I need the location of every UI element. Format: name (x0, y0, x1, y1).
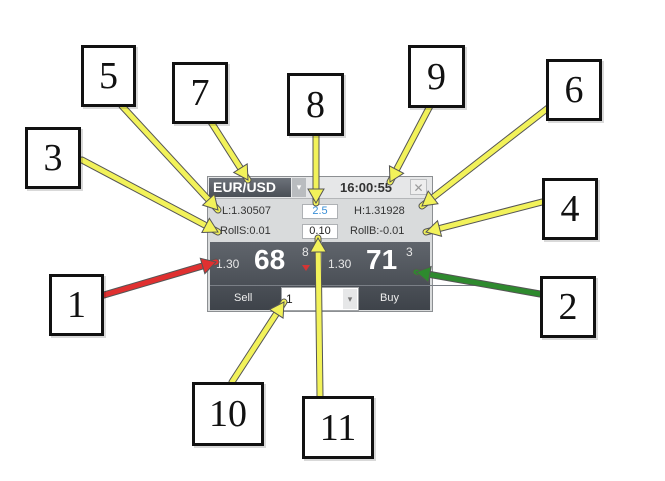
sell-price-big: 68 (254, 244, 286, 275)
sell-price-prefix: 1.30 (216, 257, 240, 271)
callout-2: 2 (540, 276, 596, 338)
spread-value: 2.5 (302, 204, 338, 219)
arrow-6 (418, 104, 552, 210)
amount-value: 1 (286, 292, 293, 306)
buy-price-prefix: 1.30 (328, 257, 352, 271)
callout-1: 1 (49, 274, 104, 336)
arrow-4 (422, 198, 546, 237)
close-icon[interactable]: ✕ (410, 179, 427, 195)
daily-high: H:1.31928 (354, 205, 405, 217)
callout-3: 3 (25, 127, 81, 189)
callout-11: 11 (302, 396, 374, 459)
currency-pair-selector[interactable]: EUR/USD (209, 178, 291, 197)
callout-9: 9 (408, 45, 465, 108)
callout-8: 8 (287, 73, 344, 136)
ticket-header: EUR/USD ▾ 16:00:55 ✕ (208, 177, 432, 199)
roll-sell: RollS:0.01 (220, 225, 271, 237)
trading-ticket: EUR/USD ▾ 16:00:55 ✕ L:1.30507 2.5 H:1.3… (207, 176, 488, 312)
down-arrow-icon (302, 265, 310, 271)
currency-pair-label: EUR/USD (213, 179, 277, 195)
buy-price-big: 71 (366, 244, 398, 275)
arrow-1 (100, 257, 220, 299)
callout-6: 6 (546, 59, 602, 121)
arrow-3 (78, 156, 222, 236)
chevron-down-icon[interactable]: ▾ (292, 178, 306, 197)
callout-5: 5 (81, 45, 136, 107)
sell-price-pip: 8 (302, 245, 309, 259)
chevron-down-icon[interactable]: ▾ (343, 289, 357, 309)
daily-low: L:1.30507 (222, 205, 271, 217)
callout-10: 10 (192, 382, 264, 446)
arrow-9 (386, 102, 434, 186)
server-time: 16:00:55 (340, 180, 393, 195)
arrow-10 (228, 298, 288, 386)
callout-4: 4 (542, 178, 598, 240)
amount-select[interactable]: 1 ▾ (281, 287, 359, 311)
roll-buy: RollB:-0.01 (350, 225, 405, 237)
callout-7: 7 (172, 62, 228, 124)
arrow-7 (207, 118, 252, 184)
buy-price-pip: 3 (406, 245, 413, 259)
pip-cost-value: 0.10 (302, 224, 338, 239)
buy-label: Buy (322, 285, 488, 311)
